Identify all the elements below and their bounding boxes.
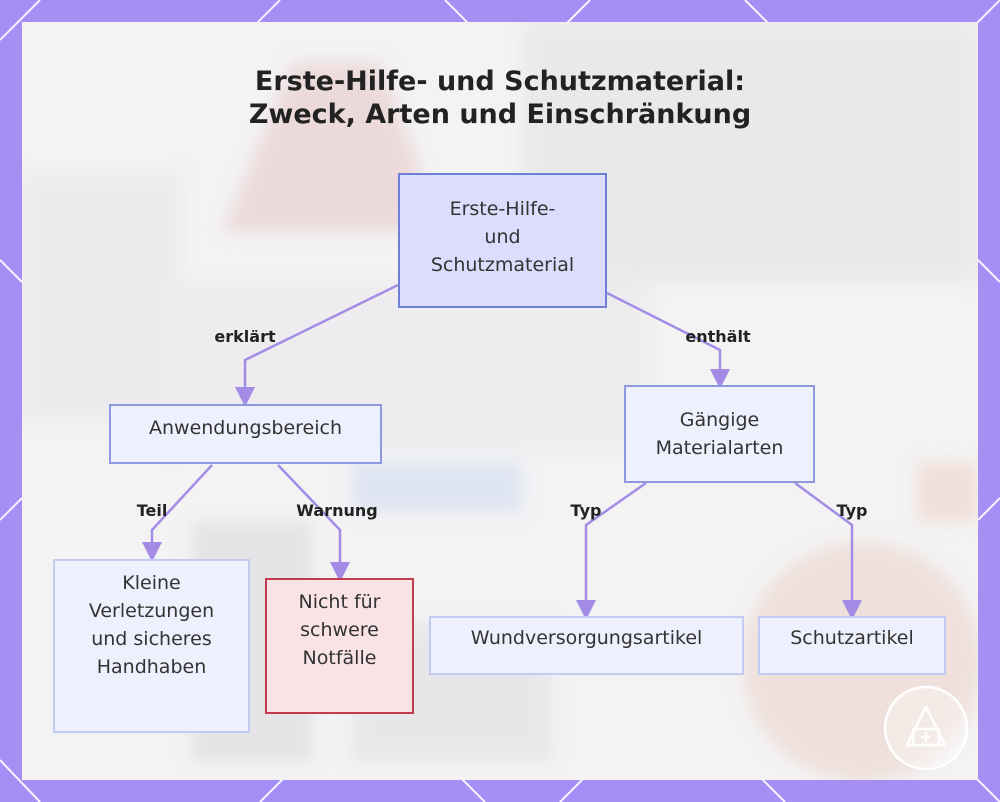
node-types: Gängige Materialarten (624, 385, 815, 483)
first-aid-kit-icon (883, 685, 969, 771)
node-minor-line-1: Kleine (122, 572, 181, 594)
node-root: Erste-Hilfe- und Schutzmaterial (398, 173, 607, 308)
node-warning: Nicht für schwere Notfälle (265, 578, 414, 714)
node-types-line-1: Gängige (679, 409, 760, 431)
edge-label-part: Teil (136, 501, 168, 520)
node-root-line-2: und (484, 225, 521, 248)
node-wound-label: Wundversorgungsartikel (470, 627, 703, 649)
edge-label-type-left: Typ (570, 501, 602, 520)
node-protect-label: Schutzartikel (790, 627, 914, 649)
edge-scope-warning (277, 464, 350, 582)
node-protect: Schutzartikel (758, 616, 946, 675)
node-scope-label: Anwendungsbereich (148, 417, 342, 439)
edge-scope-minor (142, 464, 213, 562)
edge-types-protect (794, 481, 862, 620)
node-warning-line-2: schwere (300, 619, 379, 641)
edge-label-type-right: Typ (836, 501, 868, 520)
node-minor-line-2: Verletzungen (88, 600, 215, 622)
node-root-line-3: Schutzmaterial (430, 253, 575, 276)
title-line-1: Erste-Hilfe- und Schutzmaterial: (254, 66, 746, 97)
title-line-2: Zweck, Arten und Einschränkung (248, 99, 752, 130)
edge-types-wound (576, 481, 647, 620)
node-warning-line-3: Notfälle (302, 647, 377, 669)
edge-root-scope (235, 283, 399, 407)
node-minor-line-4: Handhaben (96, 656, 207, 678)
node-scope: Anwendungsbereich (109, 404, 382, 464)
edge-root-types (606, 291, 730, 389)
node-types-line-2: Materialarten (655, 437, 784, 459)
node-minor: Kleine Verletzungen und sicheres Handhab… (53, 559, 250, 733)
node-warning-line-1: Nicht für (298, 591, 381, 613)
node-wound: Wundversorgungsartikel (429, 616, 744, 675)
diagram-title: Erste-Hilfe- und Schutzmaterial: Zweck, … (0, 65, 1000, 131)
node-minor-line-3: und sicheres (91, 628, 212, 650)
node-root-line-1: Erste-Hilfe- (449, 197, 556, 220)
edge-label-contains: enthält (685, 327, 751, 346)
edge-label-warning: Warnung (296, 501, 378, 520)
edge-label-explains: erklärt (214, 327, 276, 346)
